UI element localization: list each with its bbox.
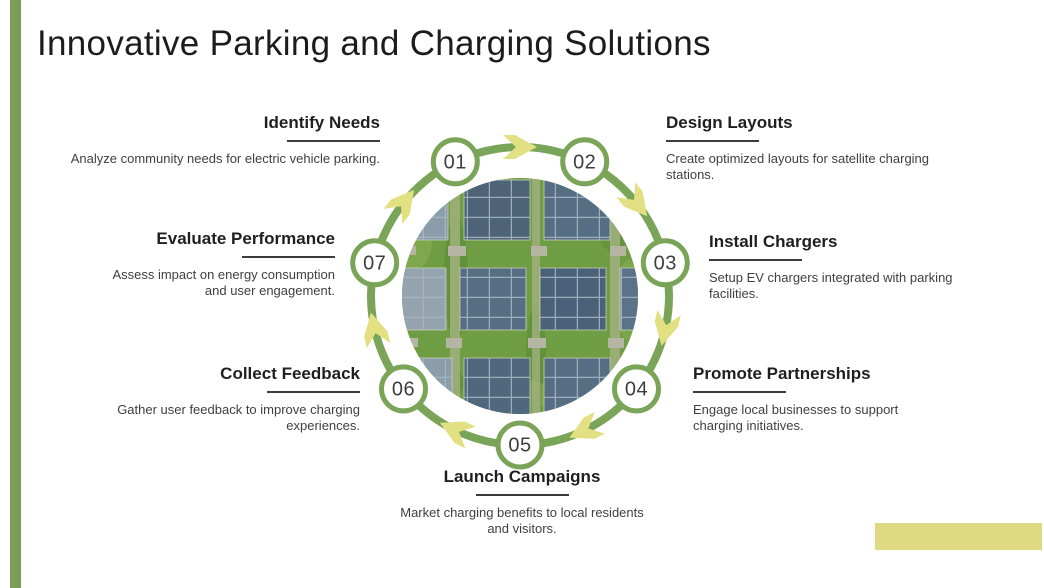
step-block-design-layouts: Design Layouts Create optimized layouts … [666,112,940,182]
step-description: Gather user feedback to improve charging… [117,402,360,433]
step-title: Promote Partnerships [693,364,871,383]
step-description: Engage local businesses to support charg… [693,402,899,433]
svg-text:02: 02 [573,152,596,174]
step-block-identify-needs: Identify Needs Analyze community needs f… [30,112,380,167]
slide-title: Innovative Parking and Charging Solution… [37,24,711,63]
step-description: Setup EV chargers integrated with parkin… [709,270,953,301]
flow-arrow-icon [564,412,606,449]
cycle-diagram: 01 02 03 04 05 06 [350,135,690,470]
step-title: Launch Campaigns [443,467,601,486]
footer-accent-rect [875,523,1042,550]
svg-text:01: 01 [444,152,467,174]
title-underline [475,494,569,497]
step-description: Market charging benefits to local reside… [400,505,644,536]
step-description: Create optimized layouts for satellite c… [666,151,930,182]
svg-text:07: 07 [363,253,386,275]
step-node-02: 02 [560,137,610,187]
svg-text:05: 05 [508,435,531,457]
flow-arrow-icon [434,412,476,449]
title-underline [242,256,335,259]
step-title: Design Layouts [666,113,793,132]
svg-text:06: 06 [392,379,415,401]
title-underline [666,140,759,143]
svg-text:03: 03 [654,253,677,275]
title-underline [693,391,786,394]
step-nodes: 01 02 03 04 05 06 [350,137,690,470]
step-node-01: 01 [430,137,480,187]
step-title: Install Chargers [709,232,838,251]
step-block-install-chargers: Install Chargers Setup EV chargers integ… [709,231,957,301]
title-underline [709,259,802,262]
title-underline [267,391,360,394]
title-underline [287,140,380,143]
step-node-03: 03 [640,238,690,288]
step-title: Evaluate Performance [156,229,335,248]
step-node-04: 04 [612,364,661,414]
step-description: Assess impact on energy consumption and … [112,267,335,298]
step-node-07: 07 [350,238,400,288]
step-block-collect-feedback: Collect Feedback Gather user feedback to… [115,363,360,433]
step-node-05: 05 [495,420,545,470]
step-title: Collect Feedback [220,364,360,383]
step-block-launch-campaigns: Launch Campaigns Market charging benefit… [393,466,651,536]
step-title: Identify Needs [263,113,380,132]
step-description: Analyze community needs for electric veh… [70,151,380,167]
step-block-promote-partnerships: Promote Partnerships Engage local busine… [693,363,945,433]
step-node-06: 06 [379,364,428,414]
svg-text:04: 04 [625,379,648,401]
left-accent-bar [10,0,21,588]
step-block-evaluate-performance: Evaluate Performance Assess impact on en… [95,228,335,298]
